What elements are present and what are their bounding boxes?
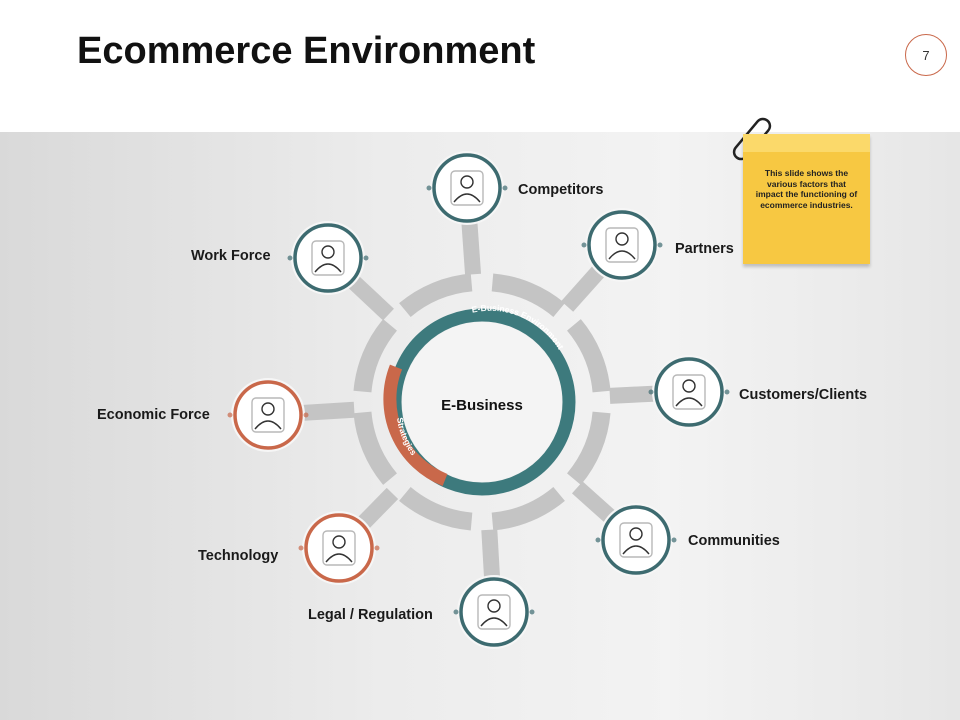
ring-segment — [566, 411, 611, 485]
page-number: 7 — [905, 34, 947, 76]
page-title: Ecommerce Environment — [77, 30, 536, 72]
gray-segmented-ring — [353, 273, 611, 531]
node-work-force — [287, 221, 369, 295]
handshake-icon — [450, 170, 484, 206]
node-customers-clients — [648, 355, 730, 429]
strategies-arc — [383, 364, 448, 487]
spoke — [561, 266, 605, 312]
business-partners-icon — [605, 227, 639, 263]
sticky-note: This slide shows the various factors tha… — [743, 134, 870, 264]
spoke — [461, 223, 482, 275]
ring-segment — [566, 319, 611, 393]
node-communities — [595, 503, 677, 577]
node-technology — [298, 511, 380, 585]
center-label: E-Business — [441, 397, 523, 414]
spoke — [571, 481, 615, 522]
ring-segment — [353, 411, 398, 485]
ring-segment — [491, 273, 565, 318]
spoke — [348, 276, 394, 321]
hand-plant-icon — [251, 397, 285, 433]
label-partners: Partners — [675, 241, 734, 257]
spoke — [609, 385, 654, 404]
node-economic-force — [227, 378, 309, 452]
ring-segment — [353, 319, 398, 393]
label-customers: Customers/Clients — [739, 387, 868, 403]
label-technology: Technology — [198, 548, 279, 564]
ring-segment — [399, 486, 473, 531]
label-communities: Communities — [688, 533, 780, 549]
lightbulb-circuit-icon — [322, 530, 356, 566]
spoke — [481, 529, 500, 577]
label-legal: Legal / Regulation — [308, 607, 433, 623]
spoke — [303, 401, 355, 421]
node-legal-regulation — [453, 575, 535, 649]
spoke — [358, 487, 399, 528]
node-partners — [581, 208, 663, 282]
gavel-icon — [477, 594, 511, 630]
ring-segment — [399, 273, 473, 318]
worker-laptop-icon — [311, 240, 345, 276]
customers-target-icon — [672, 374, 706, 410]
center-disc — [402, 322, 562, 482]
label-competitors: Competitors — [518, 182, 604, 198]
node-competitors — [426, 151, 508, 225]
spokes — [303, 223, 654, 577]
note-text: This slide shows the various factors tha… — [755, 168, 858, 210]
label-economic-force: Economic Force — [97, 407, 210, 423]
label-work-force: Work Force — [191, 248, 271, 264]
community-group-icon — [619, 522, 653, 558]
ring-segment — [491, 486, 565, 531]
